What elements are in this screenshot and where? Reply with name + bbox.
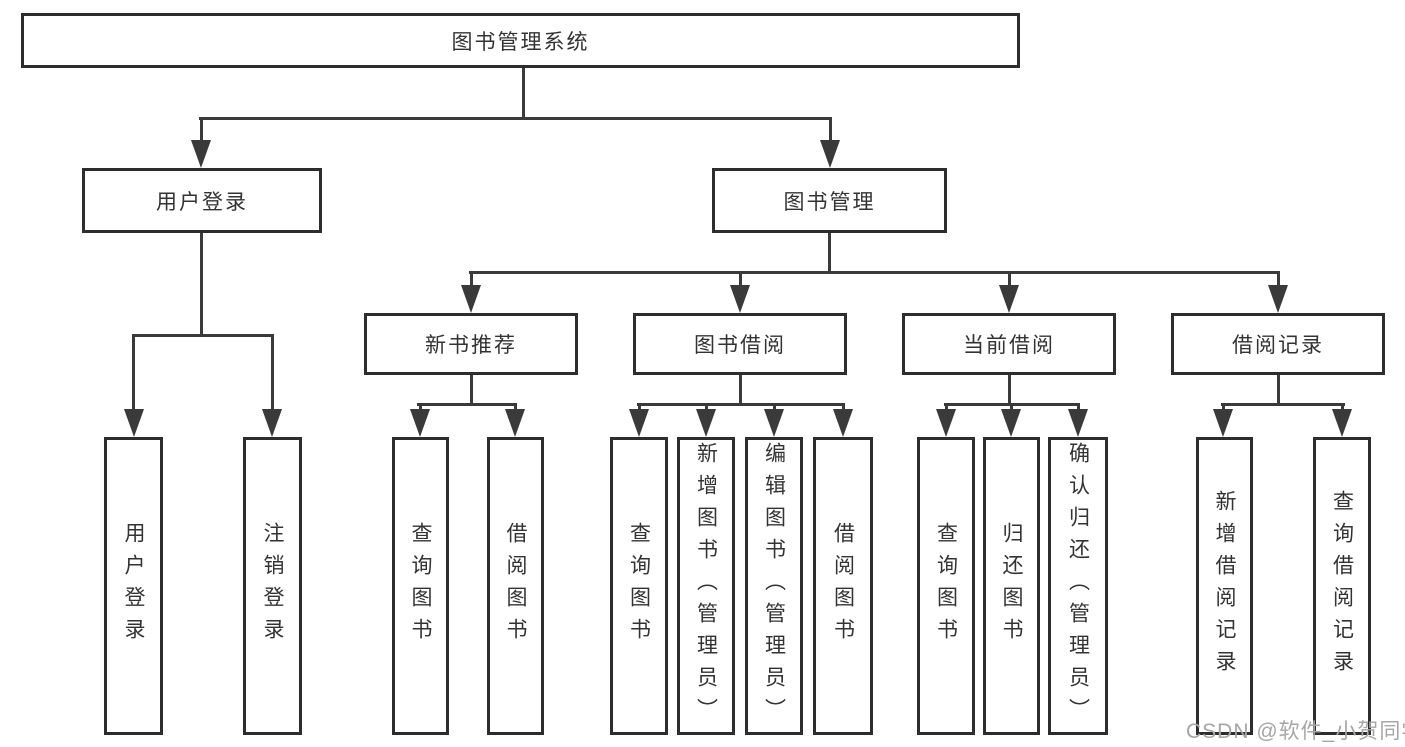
connector-borrow-bar xyxy=(637,403,845,406)
connector-root-stem xyxy=(522,68,525,120)
leaf-confirm-return-admin: 确认归还（管理员） xyxy=(1048,437,1108,735)
node-borrow-records: 借阅记录 xyxy=(1171,313,1385,375)
arrow-down-icon xyxy=(505,409,525,437)
leaf-add-books-admin: 新增图书（管理员） xyxy=(677,437,735,735)
node-root: 图书管理系统 xyxy=(21,13,1020,68)
connector-borrow-stem xyxy=(739,375,742,406)
connector-root-drop-2 xyxy=(829,117,832,145)
connector-login-drop-1 xyxy=(132,334,135,414)
leaf-query-books-recommend: 查询图书 xyxy=(392,437,449,735)
leaf-return-books: 归还图书 xyxy=(983,437,1040,735)
leaf-label: 借阅图书 xyxy=(504,522,527,650)
node-current-borrow: 当前借阅 xyxy=(902,313,1116,375)
connector-login-bar xyxy=(132,334,274,337)
connector-recommend-drop-2 xyxy=(514,403,517,413)
leaf-query-books-borrow: 查询图书 xyxy=(610,437,668,735)
connector-records-drop-1 xyxy=(1222,403,1225,413)
leaf-logout: 注销登录 xyxy=(243,437,302,735)
connector-current-drop-3 xyxy=(1077,403,1080,413)
connector-root-drop-1 xyxy=(200,117,203,145)
leaf-label: 查询图书 xyxy=(934,522,958,650)
leaf-label: 用户登录 xyxy=(122,522,145,650)
arrow-down-icon xyxy=(124,409,144,437)
arrow-down-icon xyxy=(1268,285,1288,313)
arrow-down-icon xyxy=(629,409,649,437)
leaf-query-borrow-record: 查询借阅记录 xyxy=(1313,437,1371,735)
connector-mgmt-bar xyxy=(469,271,1280,274)
leaf-edit-books-admin: 编辑图书（管理员） xyxy=(745,437,803,735)
connector-borrow-drop-1 xyxy=(638,403,641,413)
arrow-down-icon xyxy=(410,409,430,437)
connector-mgmt-stem xyxy=(828,233,831,274)
connector-mgmt-drop-3 xyxy=(1008,271,1011,291)
arrow-down-icon xyxy=(262,409,282,437)
connector-mgmt-drop-4 xyxy=(1277,271,1280,291)
leaf-label: 注销登录 xyxy=(261,522,284,650)
arrow-down-icon xyxy=(764,409,784,437)
connector-recommend-bar xyxy=(417,403,517,406)
connector-borrow-drop-2 xyxy=(705,403,708,413)
leaf-label: 新增图书（管理员） xyxy=(694,442,718,730)
connector-borrow-drop-4 xyxy=(842,403,845,413)
arrow-down-icon xyxy=(820,140,840,168)
connector-borrow-drop-3 xyxy=(773,403,776,413)
connector-recommend-drop-1 xyxy=(419,403,422,413)
connector-login-drop-2 xyxy=(271,334,274,414)
leaf-borrow-books-recommend: 借阅图书 xyxy=(487,437,544,735)
node-book-borrow: 图书借阅 xyxy=(633,313,847,375)
arrow-down-icon xyxy=(1332,409,1352,437)
node-new-book-recommend: 新书推荐 xyxy=(364,313,578,375)
leaf-label: 新增借阅记录 xyxy=(1213,490,1236,682)
connector-mgmt-drop-1 xyxy=(470,271,473,291)
leaf-query-books-current: 查询图书 xyxy=(917,437,975,735)
connector-recommend-stem xyxy=(470,375,473,406)
leaf-label: 查询图书 xyxy=(409,522,432,650)
connector-login-stem xyxy=(200,233,203,337)
connector-current-drop-2 xyxy=(1010,403,1013,413)
leaf-label: 确认归还（管理员） xyxy=(1066,442,1090,730)
node-user-login: 用户登录 xyxy=(82,168,322,233)
leaf-label: 归还图书 xyxy=(1000,522,1023,650)
connector-records-stem xyxy=(1277,375,1280,406)
arrow-down-icon xyxy=(1213,409,1233,437)
leaf-add-borrow-record: 新增借阅记录 xyxy=(1196,437,1253,735)
arrow-down-icon xyxy=(936,409,956,437)
arrow-down-icon xyxy=(696,409,716,437)
connector-records-drop-2 xyxy=(1341,403,1344,413)
leaf-label: 查询图书 xyxy=(627,522,651,650)
arrow-down-icon xyxy=(730,285,750,313)
leaf-label: 查询借阅记录 xyxy=(1330,490,1354,682)
leaf-label: 借阅图书 xyxy=(831,522,855,650)
leaf-user-login: 用户登录 xyxy=(104,437,163,735)
csdn-watermark: CSDN @软件_小贺同学 xyxy=(1186,720,1405,743)
connector-root-bar xyxy=(199,117,832,120)
arrow-down-icon xyxy=(1001,409,1021,437)
node-book-management: 图书管理 xyxy=(712,168,947,233)
arrow-down-icon xyxy=(191,140,211,168)
arrow-down-icon xyxy=(999,285,1019,313)
leaf-borrow-books: 借阅图书 xyxy=(813,437,873,735)
connector-current-stem xyxy=(1008,375,1011,406)
connector-records-bar xyxy=(1221,403,1345,406)
arrow-down-icon xyxy=(1068,409,1088,437)
arrow-down-icon xyxy=(833,409,853,437)
connector-mgmt-drop-2 xyxy=(739,271,742,291)
connector-current-drop-1 xyxy=(945,403,948,413)
arrow-down-icon xyxy=(461,285,481,313)
leaf-label: 编辑图书（管理员） xyxy=(762,442,786,730)
